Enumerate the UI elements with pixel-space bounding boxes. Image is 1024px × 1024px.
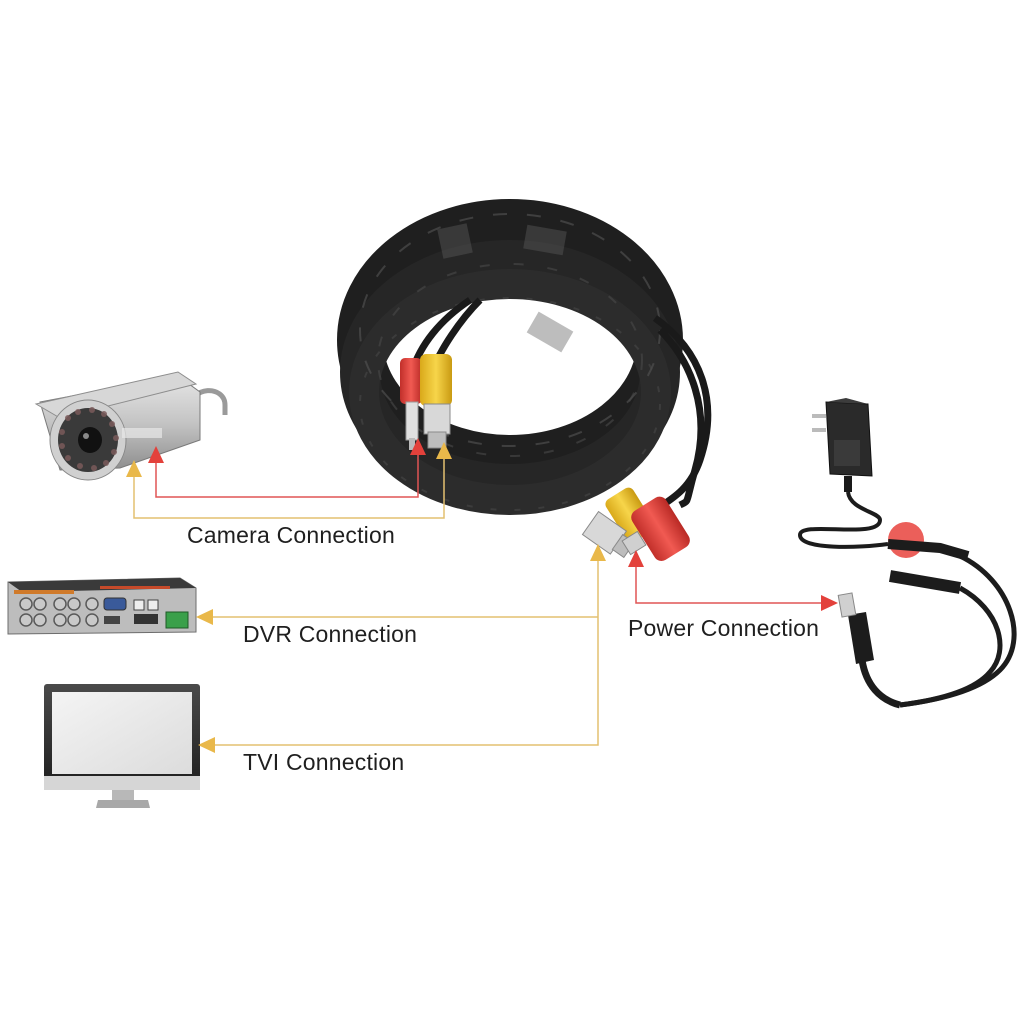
arrow-camera-yellow bbox=[126, 460, 142, 477]
arrow-cable-red bbox=[410, 438, 426, 455]
camera-connection-label: Camera Connection bbox=[187, 522, 395, 548]
arrow-dvr bbox=[196, 609, 213, 625]
camera-connection-lines bbox=[133, 450, 445, 519]
arrow-tvi bbox=[198, 737, 215, 753]
tvi-connection-label: TVI Connection bbox=[243, 749, 405, 775]
power-adapter-icon bbox=[797, 398, 970, 561]
dvr-recorder-icon bbox=[7, 577, 197, 635]
power-connection-line bbox=[635, 563, 824, 604]
dc-splitter-cable-icon bbox=[837, 553, 1017, 709]
arrow-dc-red bbox=[628, 550, 644, 567]
arrow-cable-yellow bbox=[436, 442, 452, 459]
dvr-connection-label: DVR Connection bbox=[243, 621, 418, 647]
arrow-camera-red bbox=[148, 446, 164, 463]
monitor-icon bbox=[44, 684, 200, 808]
cctv-camera-icon bbox=[34, 371, 228, 481]
power-connection-label: Power Connection bbox=[628, 615, 820, 641]
arrow-power bbox=[821, 595, 838, 611]
arrow-bnc-yellow bbox=[590, 544, 606, 561]
dvr-tvi-connection-lines bbox=[210, 555, 599, 746]
coiled-siamese-cable-icon bbox=[337, 199, 712, 562]
